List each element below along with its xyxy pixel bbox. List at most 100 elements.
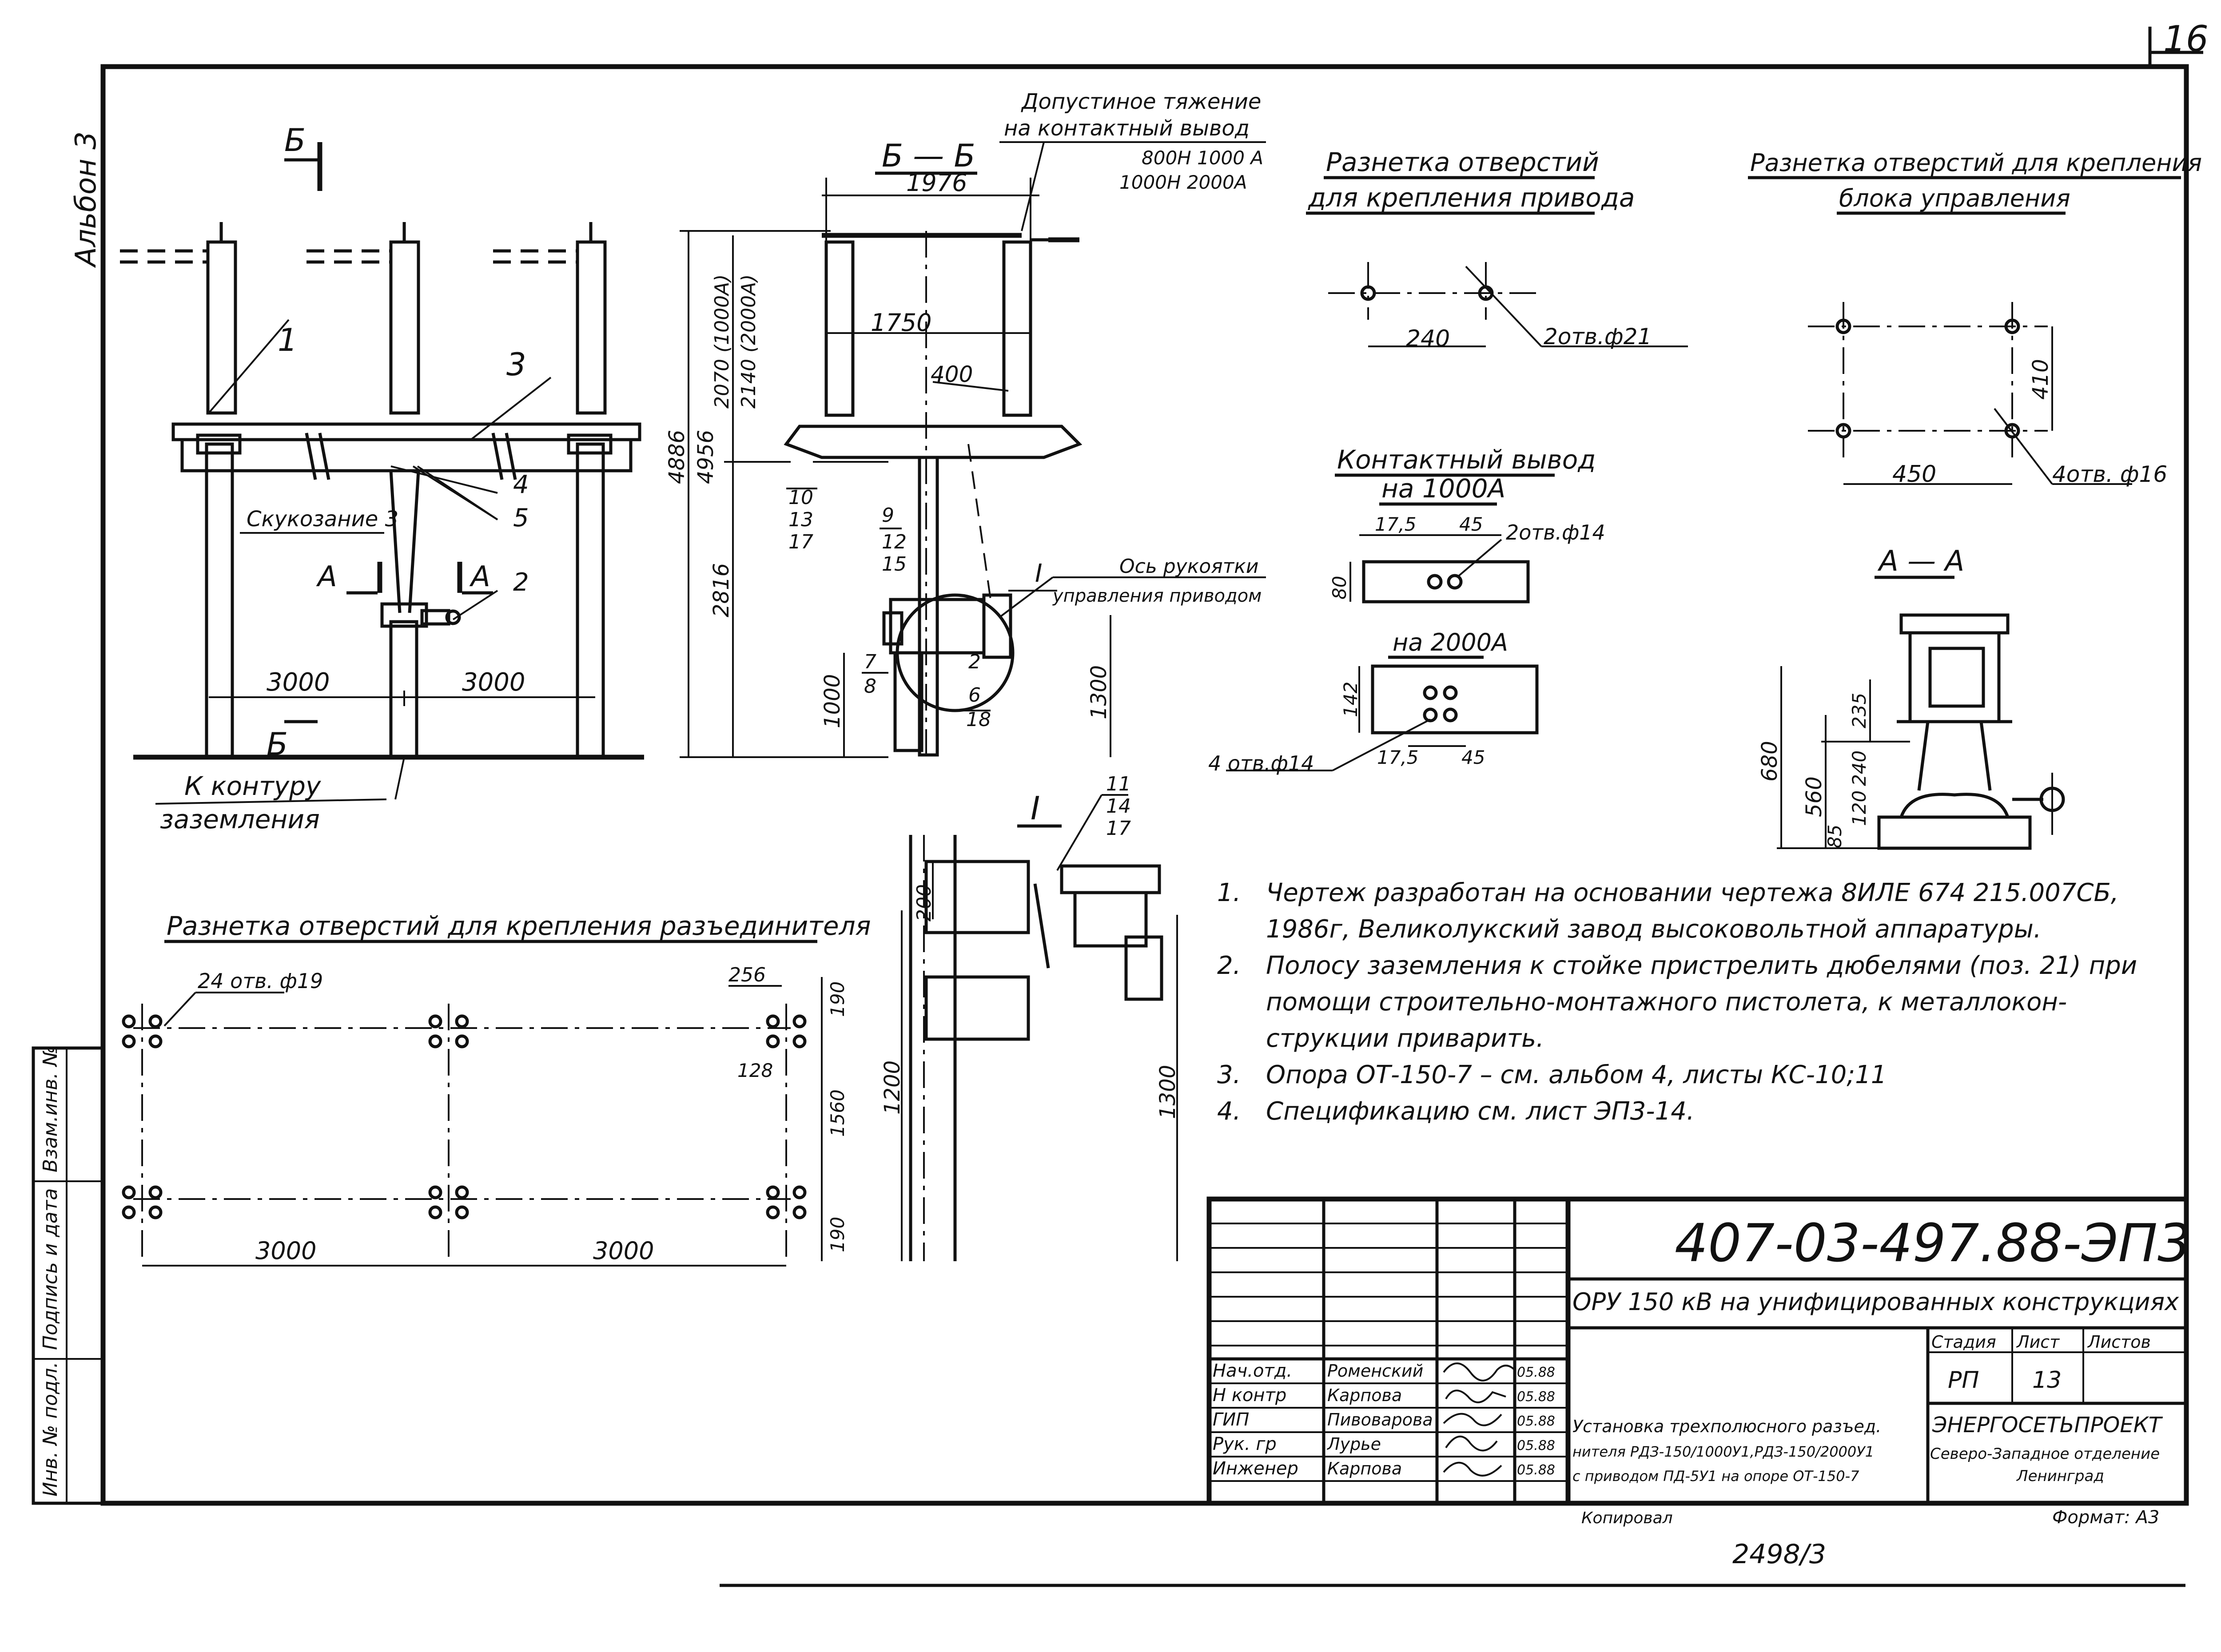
drive-dim: 240 — [1406, 326, 1450, 352]
note-line-5: 3.Опора ОТ-150-7 – см. альбом 4, листы К… — [1217, 1060, 1887, 1089]
note-line-4: струкции приварить. — [1266, 1024, 1544, 1053]
cb-dim-410: 410 — [2028, 359, 2053, 400]
bb-load-title-2: на контактный вывод — [1004, 116, 1250, 141]
contact-terminal-view: Контактный вывод на 1000А 17,5 45 2отв.ф… — [1208, 445, 1605, 775]
detail-dim-1200: 1200 — [880, 1060, 905, 1115]
drive-holes-view: Разнетка отверстий для крепления привода… — [1306, 147, 1688, 352]
front-section-mark-bottom: Б — [267, 726, 288, 762]
bb-dim-h2: 2140 (2000А) — [737, 274, 760, 409]
ct-title-2: на 1000А — [1381, 473, 1505, 504]
tb-role-0: Нач.отд. — [1213, 1361, 1292, 1381]
bb-axis-label-2: управления приводом — [1052, 586, 1262, 606]
ct-title-2000: на 2000А — [1393, 628, 1508, 656]
tb-role-3: Рук. гр — [1213, 1434, 1277, 1454]
tb-date-0: 05.88 — [1517, 1365, 1555, 1380]
note-line-2: 2.Полосу заземления к стойке пристрелить… — [1217, 951, 2137, 980]
bb-dim-1000: 1000 — [820, 674, 845, 728]
aa-dim-240: 240 — [1848, 751, 1870, 786]
bb-dim-top: 1976 — [906, 169, 967, 197]
bb-dim-4886: 4886 — [665, 430, 689, 484]
cb-title-2: блока управления — [1839, 184, 2070, 212]
detail-dim-1300: 1300 — [1155, 1065, 1180, 1119]
dh-dim-128: 128 — [737, 1060, 773, 1081]
signature-1 — [1445, 1390, 1506, 1403]
bb-title: Б — Б — [882, 138, 975, 174]
bb-dim-2816: 2816 — [709, 563, 734, 617]
dh-dim-190a: 190 — [827, 981, 848, 1017]
ct-title-1: Контактный вывод — [1337, 445, 1596, 475]
detail-callout-11: 11 — [1106, 773, 1131, 795]
tb-desc-0: Установка трехполюсного разъед. — [1572, 1417, 1881, 1436]
stamp-podpis: Подпись и дата — [39, 1188, 62, 1350]
control-block-view: Разнетка отверстий для крепления блока у… — [1748, 149, 2202, 488]
bb-callout-15: 15 — [882, 553, 907, 576]
bb-callout-7: 7 — [864, 651, 876, 673]
front-dim-left: 3000 — [267, 668, 330, 697]
aa-dim-235: 235 — [1848, 693, 1870, 728]
bb-dim-400: 400 — [931, 361, 973, 387]
ct-dim-45b: 45 — [1461, 747, 1485, 768]
aa-dim-680: 680 — [1757, 741, 1782, 782]
note-line-1: 1986г, Великолукский завод высоковольтно… — [1266, 915, 2042, 944]
tb-copied: Копировал — [1581, 1509, 1673, 1527]
note-line-0: 1.Чертеж разработан на основании чертежа… — [1217, 878, 2119, 907]
signature-0 — [1443, 1362, 1516, 1382]
signature-4 — [1443, 1461, 1502, 1477]
stamp-vzam: Взам.инв. № — [39, 1046, 62, 1172]
tb-desc-1: нителя РДЗ-150/1000У1,РДЗ-150/2000У1 — [1572, 1443, 1874, 1460]
tb-date-1: 05.88 — [1517, 1389, 1555, 1405]
aa-dim-120: 120 — [1848, 790, 1870, 826]
sheet-frame — [100, 64, 2189, 1506]
dh-dim-left: 3000 — [255, 1237, 316, 1265]
tb-role-1: Н контр — [1213, 1385, 1286, 1406]
bb-dim-mid: 1750 — [871, 309, 931, 337]
dh-dim-190b: 190 — [827, 1217, 848, 1252]
ct-dim-175: 17,5 — [1375, 513, 1417, 535]
ct-dim-45: 45 — [1459, 513, 1483, 535]
bb-dim-1300: 1300 — [1087, 665, 1111, 719]
tb-code: 407-03-497.88-ЭП3 — [1675, 1212, 2191, 1274]
tb-date-4: 05.88 — [1517, 1462, 1555, 1478]
bottom-number: 2498/3 — [1732, 1539, 1826, 1570]
sheet-number: 16 — [2163, 18, 2209, 60]
detail-callout-17: 17 — [1106, 817, 1131, 840]
dh-dim-1560: 1560 — [827, 1089, 848, 1137]
bb-detail-mark: I — [1035, 559, 1043, 588]
tb-col-sheets: Листов — [2087, 1332, 2151, 1352]
cb-dim-450: 450 — [1892, 461, 1936, 488]
tb-sheet: 13 — [2032, 1367, 2062, 1394]
tb-col-sheet: Лист — [2016, 1332, 2060, 1352]
drive-title-1: Разнетка отверстий — [1326, 147, 1599, 177]
front-view: Б Б — [120, 122, 644, 834]
tb-name-3: Лурье — [1326, 1434, 1381, 1454]
detail-I: I 11 14 17 200 1200 1300 — [880, 773, 1180, 1261]
tb-desc-2: с приводом ПД-5У1 на опоре ОТ-150-7 — [1572, 1468, 1859, 1485]
dh-title: Разнетка отверстий для крепления разъеди… — [167, 911, 871, 941]
front-section-mark-top: Б — [284, 122, 306, 159]
front-note-sk: Скукозание 3 — [247, 507, 398, 532]
detail-dim-200: 200 — [913, 884, 935, 921]
signature-2 — [1443, 1413, 1502, 1426]
detail-callout-14: 14 — [1106, 795, 1131, 818]
bb-load-title-1: Допустиное тяжение — [1021, 89, 1261, 114]
section-bb: Б — Б Допустиное тяжение на контактный в… — [665, 89, 1266, 758]
tb-format: Формат: А3 — [2052, 1507, 2159, 1528]
aa-title: А — А — [1877, 545, 1964, 578]
front-ground-label-1: К контуру — [184, 771, 321, 801]
drive-holes: 2отв.ф21 — [1544, 324, 1652, 349]
detail-title: I — [1031, 790, 1040, 827]
front-pos-2: 2 — [513, 568, 529, 597]
tb-role-4: Инженер — [1213, 1458, 1298, 1479]
dh-dim-256: 256 — [728, 964, 766, 986]
tb-name-2: Пивоварова — [1327, 1410, 1433, 1430]
title-block: 407-03-497.88-ЭП3 ОРУ 150 кВ на унифицир… — [1206, 1196, 2191, 1528]
front-pos-1: 1 — [278, 322, 298, 358]
ct-dim-142: 142 — [1340, 682, 1361, 717]
note-line-6: 4.Спецификацию см. лист ЭП3-14. — [1217, 1097, 1695, 1126]
front-section-a-left: А — [316, 560, 337, 593]
tb-date-2: 05.88 — [1517, 1414, 1555, 1429]
ct-holes-2000: 4 отв.ф14 — [1208, 751, 1314, 775]
front-pos-4: 4 — [513, 470, 529, 499]
bb-load-row-2: 1000Н 2000А — [1119, 171, 1247, 193]
